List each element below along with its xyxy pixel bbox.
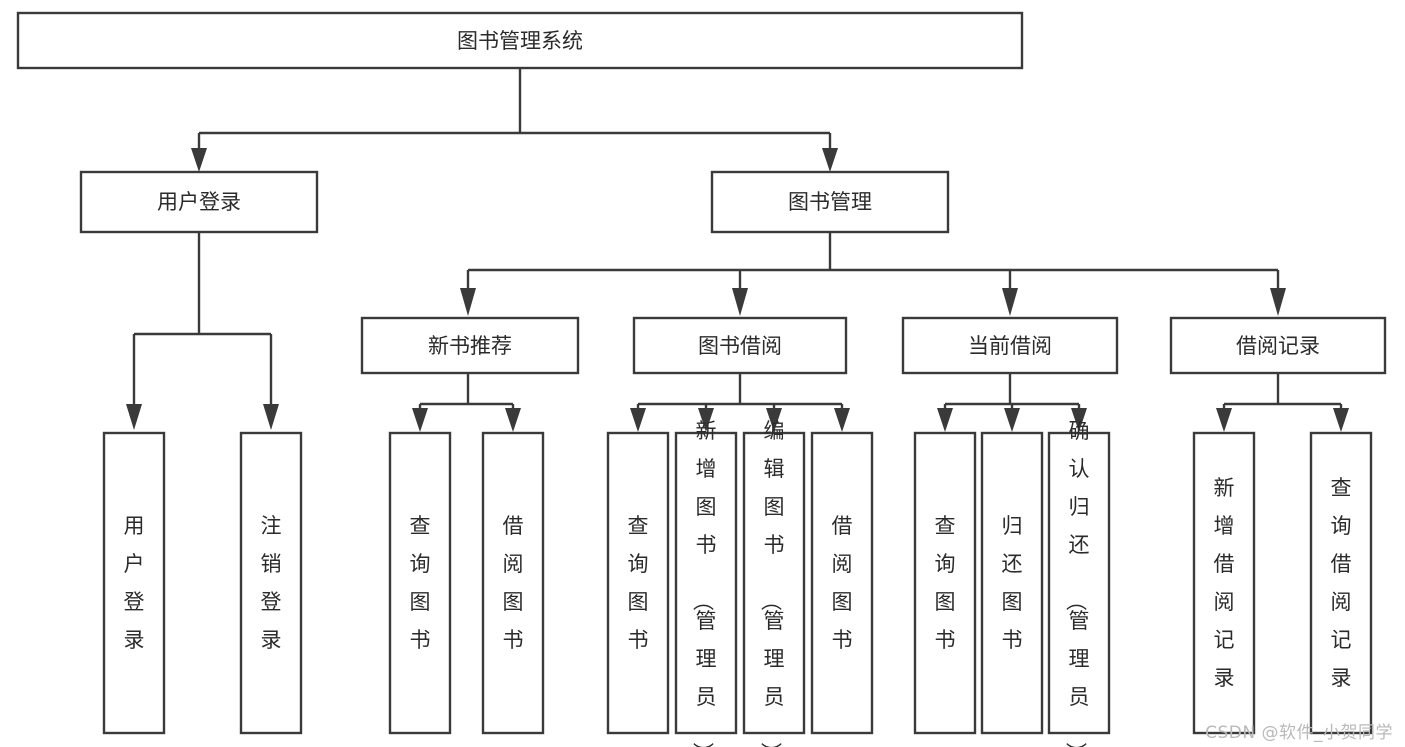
arrow-to-current-borrow	[1002, 288, 1018, 316]
node-root[interactable]: 图书管理系统	[16, 11, 1024, 70]
leaf-user-login-2[interactable]: 注销登录	[239, 431, 303, 735]
node-borrow-record-box[interactable]	[1169, 316, 1387, 375]
arrow-bb-leaf-4	[834, 408, 850, 432]
connector-group-current-borrow	[937, 373, 1087, 432]
connector-group-book-mgmt	[460, 232, 1286, 316]
leaf-book-borrow-3-label: 编辑图书（管理员）	[759, 419, 785, 747]
node-root-box[interactable]	[16, 11, 1024, 70]
arrow-user-login-leaf-2	[263, 404, 279, 430]
node-borrow-record[interactable]: 借阅记录	[1169, 316, 1387, 375]
arrow-br-leaf-2	[1333, 408, 1349, 432]
leaf-borrow-record-2-box[interactable]	[1309, 431, 1373, 735]
leaf-user-login-1-label: 用户登录	[124, 514, 145, 652]
arrow-root-to-book-mgmt	[822, 148, 838, 172]
leaf-book-borrow-1-box[interactable]	[606, 431, 670, 735]
leaf-book-borrow-2-label: 新增图书（管理员）	[691, 419, 717, 747]
leaf-current-borrow-1[interactable]: 查询图书	[913, 431, 977, 735]
leaf-borrow-record-1-label: 新增借阅记录	[1214, 476, 1235, 690]
leaf-borrow-record-2-label: 查询借阅记录	[1331, 476, 1352, 690]
arrow-cb-leaf-3	[1071, 408, 1087, 432]
leaf-current-borrow-1-label: 查询图书	[935, 514, 956, 652]
leaf-user-login-1[interactable]: 用户登录	[102, 431, 166, 735]
leaf-new-book-recommend-2[interactable]: 借阅图书	[481, 431, 545, 735]
leaf-current-borrow-3[interactable]: 确认归还（管理员）	[1047, 419, 1111, 747]
node-book-management-box[interactable]	[710, 170, 950, 234]
leaf-book-borrow-3-box[interactable]	[742, 431, 806, 735]
leaf-borrow-record-1-box[interactable]	[1192, 431, 1256, 735]
node-root-label: 图书管理系统	[457, 29, 583, 53]
node-book-borrow-label: 图书借阅	[698, 334, 782, 358]
connector-group-new-book-recommend	[412, 373, 521, 432]
node-current-borrow-label: 当前借阅	[968, 334, 1052, 358]
arrow-cb-leaf-1	[937, 408, 953, 432]
leaf-current-borrow-3-box[interactable]	[1047, 431, 1111, 735]
connector-group-root	[191, 68, 838, 172]
leaf-current-borrow-3-label: 确认归还（管理员）	[1064, 419, 1090, 747]
node-user-login[interactable]: 用户登录	[79, 170, 319, 234]
node-current-borrow-box[interactable]	[901, 316, 1119, 375]
leaf-current-borrow-1-box[interactable]	[913, 431, 977, 735]
arrow-to-borrow-record	[1270, 288, 1286, 316]
node-current-borrow[interactable]: 当前借阅	[901, 316, 1119, 375]
csdn-watermark: CSDN @软件_小贺同学	[1205, 723, 1393, 743]
node-book-borrow[interactable]: 图书借阅	[632, 316, 848, 375]
leaf-user-login-2-label: 注销登录	[261, 514, 282, 652]
leaf-current-borrow-2-box[interactable]	[980, 431, 1044, 735]
leaf-new-book-recommend-2-box[interactable]	[481, 431, 545, 735]
leaf-book-borrow-1[interactable]: 查询图书	[606, 431, 670, 735]
leaf-book-borrow-1-label: 查询图书	[628, 514, 649, 652]
leaf-new-book-recommend-1[interactable]: 查询图书	[388, 431, 452, 735]
leaf-borrow-record-2[interactable]: 查询借阅记录	[1309, 431, 1373, 735]
leaf-current-borrow-2[interactable]: 归还图书	[980, 431, 1044, 735]
arrow-cb-leaf-2	[1004, 408, 1020, 432]
leaf-new-book-recommend-1-box[interactable]	[388, 431, 452, 735]
arrow-bb-leaf-1	[630, 408, 646, 432]
arrow-to-new-book-recommend	[460, 288, 476, 316]
leaf-user-login-2-box[interactable]	[239, 431, 303, 735]
leaf-book-borrow-2-box[interactable]	[674, 431, 738, 735]
leaf-new-book-recommend-2-label: 借阅图书	[503, 514, 524, 652]
arrow-br-leaf-1	[1216, 408, 1232, 432]
leaf-book-borrow-2[interactable]: 新增图书（管理员）	[674, 419, 738, 747]
node-book-borrow-box[interactable]	[632, 316, 848, 375]
node-book-management[interactable]: 图书管理	[710, 170, 950, 234]
node-new-book-recommend-label: 新书推荐	[428, 334, 512, 358]
leaf-new-book-recommend-1-label: 查询图书	[410, 514, 431, 652]
node-borrow-record-label: 借阅记录	[1236, 334, 1320, 358]
connector-group-borrow-record	[1216, 373, 1349, 432]
arrow-user-login-leaf-1	[126, 404, 142, 430]
connector-group-user-login	[126, 232, 279, 430]
node-new-book-recommend-box[interactable]	[360, 316, 580, 375]
node-book-management-label: 图书管理	[788, 190, 872, 214]
arrow-bb-leaf-2	[698, 408, 714, 432]
leaf-user-login-1-box[interactable]	[102, 431, 166, 735]
leaf-book-borrow-4[interactable]: 借阅图书	[810, 431, 874, 735]
arrow-nbr-leaf-2	[505, 408, 521, 432]
leaf-book-borrow-4-label: 借阅图书	[832, 514, 853, 652]
leaf-book-borrow-4-box[interactable]	[810, 431, 874, 735]
node-user-login-box[interactable]	[79, 170, 319, 234]
connector-group-book-borrow	[630, 373, 850, 432]
node-user-login-label: 用户登录	[157, 190, 241, 214]
arrow-root-to-user-login	[191, 148, 207, 172]
arrow-bb-leaf-3	[766, 408, 782, 432]
node-new-book-recommend[interactable]: 新书推荐	[360, 316, 580, 375]
leaf-book-borrow-3[interactable]: 编辑图书（管理员）	[742, 419, 806, 747]
leaf-borrow-record-1[interactable]: 新增借阅记录	[1192, 431, 1256, 735]
arrow-nbr-leaf-1	[412, 408, 428, 432]
arrow-to-book-borrow	[732, 288, 748, 316]
leaf-current-borrow-2-label: 归还图书	[1002, 514, 1023, 652]
